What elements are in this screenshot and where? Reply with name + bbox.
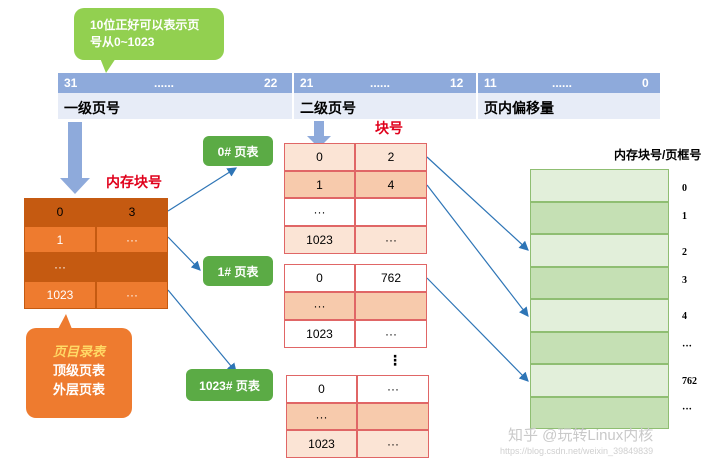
note-line-2: 顶级页表 xyxy=(52,363,105,378)
frame-dots-2 xyxy=(530,397,669,429)
page-table-1-tag: 1# 页表 xyxy=(203,256,273,286)
frame-num-4: 4 xyxy=(682,311,687,322)
page-table-0: 0 2 1 4 ··· 1023 ··· xyxy=(284,143,427,254)
arrow-dir-to-pt1 xyxy=(167,236,201,271)
pt0-r2-c0: ··· xyxy=(284,198,355,226)
pt1-r2-c1: ··· xyxy=(355,320,427,348)
pt1023-r0-c1: ··· xyxy=(357,375,429,403)
pt1023-r2-c1: ··· xyxy=(357,430,429,458)
dir-r0-c1: 3 xyxy=(96,198,168,226)
field-level2-page-number: 二级页号 xyxy=(294,93,476,119)
frame-num-3: 3 xyxy=(682,275,687,286)
bit-range-offset: 11 ...... 0 xyxy=(478,73,660,93)
pt1023-r1-c0: ··· xyxy=(286,403,357,430)
more-page-tables-dots: ⋮ xyxy=(388,352,402,368)
arrow-entry-to-frame762 xyxy=(426,277,529,382)
pt1-r0-c0: 0 xyxy=(284,264,355,292)
pt1-r1-c1 xyxy=(355,292,427,320)
page-directory-table: 0 3 1 ··· ··· 1023 ··· xyxy=(24,198,168,309)
bit-range-level2: 21 ...... 12 xyxy=(294,73,476,93)
page-table-0-tag: 0# 页表 xyxy=(203,136,273,166)
pt1-r0-c1: 762 xyxy=(355,264,427,292)
bit-0: 0 xyxy=(642,76,649,90)
callout-line-2: 号从0~1023 xyxy=(90,35,155,49)
bit-range-level1: 31 ...... 22 xyxy=(58,73,292,93)
arrow-dir-to-pt0 xyxy=(167,167,238,212)
bit-dots-2: ...... xyxy=(370,76,391,90)
note-line-3: 外层页表 xyxy=(52,382,105,397)
pt1-r1-c0: ··· xyxy=(284,292,355,320)
frame-1 xyxy=(530,202,669,234)
watermark-text: 知乎 @玩转Linux内核 xyxy=(508,427,654,444)
bit-31: 31 xyxy=(64,76,78,90)
bit-12: 12 xyxy=(450,76,464,90)
pt1023-r2-c0: 1023 xyxy=(286,430,357,458)
field-offset-label: 页内偏移量 xyxy=(484,100,554,116)
note-pointer xyxy=(58,314,72,329)
dir-r1-c0: 1 xyxy=(24,226,96,253)
frame-num-dots-1: ··· xyxy=(682,341,693,352)
page-directory-note: 页目录表 顶级页表 外层页表 xyxy=(26,328,132,418)
frame-num-1: 1 xyxy=(682,211,687,222)
pt0-r0-c1: 2 xyxy=(355,143,427,171)
pt0-r3-c1: ··· xyxy=(355,226,427,254)
frame-762 xyxy=(530,364,669,397)
bit-11: 11 xyxy=(484,76,497,90)
arrow-entry-to-frame4 xyxy=(426,184,529,317)
dir-r1-c1: ··· xyxy=(96,226,168,253)
pt0-r1-c0: 1 xyxy=(284,171,355,198)
watermark-url: https://blog.csdn.net/weixin_39849839 xyxy=(500,446,654,456)
pt1023-r0-c0: 0 xyxy=(286,375,357,403)
dir-r2-c0: ··· xyxy=(24,253,96,281)
field-level1-label: 一级页号 xyxy=(64,100,120,116)
note-title: 页目录表 xyxy=(52,344,105,359)
level2-index-arrow xyxy=(307,121,331,148)
pt1023-r1-c1 xyxy=(357,403,429,430)
page-table-1: 0 762 ··· 1023 ··· xyxy=(284,264,427,348)
frame-num-762: 762 xyxy=(682,376,697,387)
bit-dots-3: ...... xyxy=(552,76,573,90)
callout-line-1: 10位正好可以表示页 xyxy=(90,18,200,32)
frame-num-2: 2 xyxy=(682,247,687,258)
dir-r0-c0: 0 xyxy=(24,198,96,226)
frame-4 xyxy=(530,299,669,332)
frame-dots-1 xyxy=(530,332,669,364)
dir-r2-c1 xyxy=(96,253,168,281)
block-number-label: 块号 xyxy=(375,120,403,136)
field-page-offset: 页内偏移量 xyxy=(478,93,660,119)
pt0-r0-c0: 0 xyxy=(284,143,355,171)
memory-block-label: 内存块号 xyxy=(106,174,162,190)
pt0-r1-c1: 4 xyxy=(355,171,427,198)
dir-r3-c1: ··· xyxy=(96,281,168,309)
field-level1-page-number: 一级页号 xyxy=(58,93,292,119)
frame-num-dots-2: ··· xyxy=(682,404,693,415)
pt1-r2-c0: 1023 xyxy=(284,320,355,348)
level1-index-arrow xyxy=(60,122,90,194)
page-table-1023: 0 ··· ··· 1023 ··· xyxy=(286,375,429,458)
frame-0 xyxy=(530,169,669,202)
pt0-r2-c1 xyxy=(355,198,427,226)
dir-r3-c0: 1023 xyxy=(24,281,96,309)
bit-21: 21 xyxy=(300,76,314,90)
bit-22: 22 xyxy=(264,76,278,90)
page-number-range-callout: 10位正好可以表示页 号从0~1023 xyxy=(74,8,224,60)
frame-header-label: 内存块号/页框号 xyxy=(614,148,702,162)
frame-2 xyxy=(530,234,669,267)
bit-dots-1: ...... xyxy=(154,76,175,90)
pt0-r3-c0: 1023 xyxy=(284,226,355,254)
callout-pointer xyxy=(100,58,116,73)
field-level2-label: 二级页号 xyxy=(300,100,356,116)
arrow-entry-to-frame2 xyxy=(426,156,529,251)
frame-3 xyxy=(530,267,669,299)
arrow-dir-to-pt1023 xyxy=(167,289,237,373)
page-table-1023-tag: 1023# 页表 xyxy=(186,369,273,401)
frame-num-0: 0 xyxy=(682,183,687,194)
